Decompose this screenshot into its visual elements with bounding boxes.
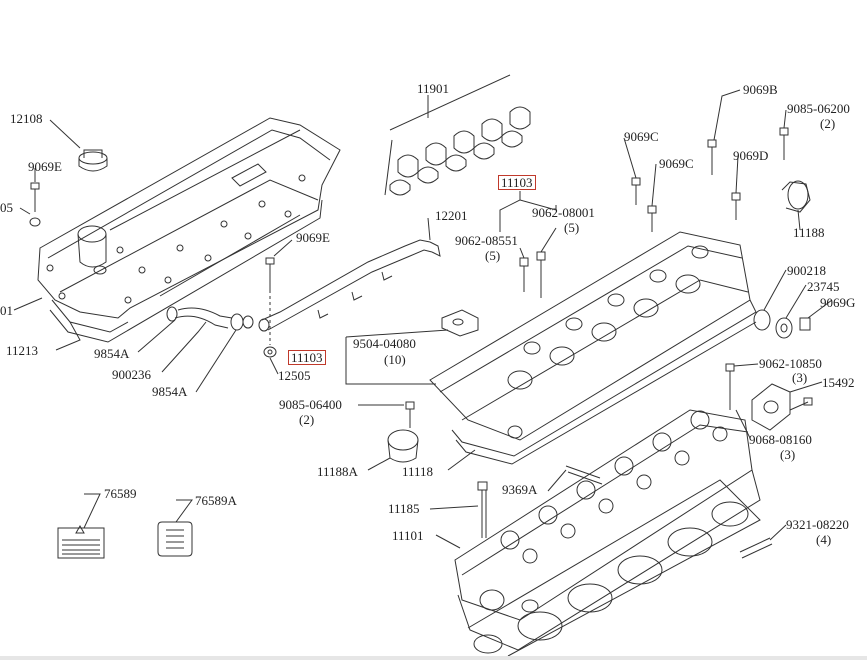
label-12505: 12505 — [278, 368, 311, 383]
label-76589a-icon — [157, 521, 193, 557]
label-9062-10850-qty: (3) — [792, 370, 808, 385]
cover-15492 — [751, 383, 813, 431]
label-9854a-a: 9854A — [94, 346, 130, 361]
label-9062-08001-qty: (5) — [564, 220, 580, 235]
label-9062-08001: 9062-08001 — [532, 205, 595, 220]
label-12201: 12201 — [435, 208, 468, 223]
label-23745: 23745 — [807, 279, 840, 294]
plug-11188 — [781, 180, 811, 213]
label-9321-08220: 9321-08220 — [786, 517, 849, 532]
label-11901: 11901 — [417, 81, 450, 96]
label-900218: 900218 — [787, 263, 826, 278]
pipe-12201 — [258, 239, 441, 332]
label-9369a: 9369A — [502, 482, 538, 497]
bottom-scroll-edge — [0, 656, 867, 660]
label-9085-06200-qty: (2) — [820, 116, 836, 131]
label-11118: 11118 — [402, 464, 434, 479]
label-9068-08160-qty: (3) — [780, 447, 796, 462]
thermostat-parts — [753, 309, 811, 339]
studs-lower — [565, 465, 773, 559]
leader-lines — [13, 89, 833, 549]
cam-carrier — [429, 231, 757, 465]
label-11213: 11213 — [6, 343, 39, 358]
label-9062-08551: 9062-08551 — [455, 233, 518, 248]
label-9069e-mid: 9069E — [296, 230, 330, 245]
cup-11188a — [387, 429, 419, 463]
label-9085-06400-qty: (2) — [299, 412, 315, 427]
label-01: 01 — [0, 303, 13, 318]
label-9062-08551-qty: (5) — [485, 248, 501, 263]
valve-cover — [37, 117, 341, 343]
label-11188: 11188 — [793, 225, 825, 240]
label-11101: 11101 — [392, 528, 424, 543]
label-9069g: 9069G — [820, 295, 856, 310]
label-11185: 11185 — [388, 501, 420, 516]
label-9069b: 9069B — [743, 82, 778, 97]
label-76589a: 76589A — [195, 493, 237, 508]
rocker-pieces — [384, 74, 531, 196]
label-9062-10850: 9062-10850 — [759, 356, 822, 371]
label-11103-b: 11103 — [498, 175, 536, 190]
cylinder-head — [454, 409, 761, 651]
label-11103-a: 11103 — [288, 350, 326, 365]
bolt-9085-06400 — [405, 401, 415, 428]
label-9321-08220-qty: (4) — [816, 532, 832, 547]
bolt-9069e-left — [29, 182, 41, 227]
head-bolt-11185 — [477, 481, 488, 538]
label-9068-08160: 9068-08160 — [749, 432, 812, 447]
label-76589: 76589 — [104, 486, 137, 501]
bolt-9069e-mid — [263, 257, 277, 358]
label-9504-qty: (10) — [384, 352, 406, 367]
label-9504-04080: 9504-04080 — [353, 336, 416, 351]
label-11188a: 11188A — [317, 464, 358, 479]
label-15492: 15492 — [822, 375, 855, 390]
label-9854a-b: 9854A — [152, 384, 188, 399]
studs-9062 — [519, 251, 546, 298]
hose-assembly — [166, 306, 254, 331]
label-12108: 12108 — [10, 111, 43, 126]
label-9085-06200: 9085-06200 — [787, 101, 850, 116]
label-900236: 900236 — [112, 367, 151, 382]
label-9069c-a: 9069C — [624, 129, 659, 144]
label-76589-icon — [57, 524, 105, 559]
label-9069e-left: 9069E — [28, 159, 62, 174]
head-gasket — [467, 479, 761, 657]
label-9069d: 9069D — [733, 148, 769, 163]
bearing-cap — [441, 309, 479, 337]
label-9085-06400: 9085-06400 — [279, 397, 342, 412]
oil-cap — [78, 149, 108, 172]
label-9069c-b: 9069C — [659, 156, 694, 171]
label-05: 05 — [0, 200, 13, 215]
